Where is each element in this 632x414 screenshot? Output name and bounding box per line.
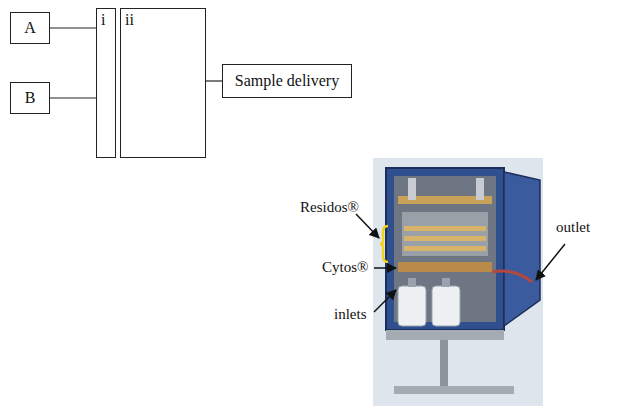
bottle — [398, 286, 426, 326]
connector-line — [50, 97, 96, 98]
process-box: Sample delivery — [222, 64, 352, 98]
box-label: ii — [125, 11, 134, 29]
cabinet-frame — [386, 168, 504, 330]
mechanism — [402, 212, 488, 256]
outlet-tube — [492, 271, 532, 282]
cylinder — [408, 178, 416, 200]
leader-line — [356, 214, 379, 238]
cytos-block — [398, 262, 492, 272]
leader-line — [374, 290, 396, 312]
connector-line — [50, 27, 96, 28]
bracket — [380, 226, 388, 262]
callout-label: inlets — [334, 306, 367, 323]
leader-line — [536, 244, 565, 280]
box-label: i — [101, 11, 105, 29]
module-plate — [404, 226, 486, 231]
connector-line — [206, 80, 222, 81]
callout-label: Residos® — [300, 199, 359, 216]
stand-base — [394, 386, 514, 394]
box-label: B — [25, 89, 36, 107]
box-label: A — [24, 19, 36, 37]
cylinder — [476, 178, 484, 200]
box-label: Sample delivery — [235, 72, 339, 90]
cabinet-door — [504, 172, 540, 326]
callout-label: outlet — [556, 219, 590, 236]
stand-plate — [386, 330, 504, 340]
module-plate — [404, 236, 486, 241]
bottle-cap — [408, 278, 416, 287]
process-box: ii — [120, 8, 206, 158]
stand-post — [440, 340, 448, 388]
leader-line — [374, 267, 396, 269]
callout-label: Cytos® — [322, 259, 368, 276]
process-box: B — [10, 82, 50, 114]
photo-ground — [373, 158, 543, 406]
bottle-cap — [442, 278, 450, 287]
process-box: i — [96, 8, 116, 158]
process-box: A — [10, 12, 50, 44]
bottle — [432, 286, 460, 326]
module-plate — [404, 246, 486, 251]
